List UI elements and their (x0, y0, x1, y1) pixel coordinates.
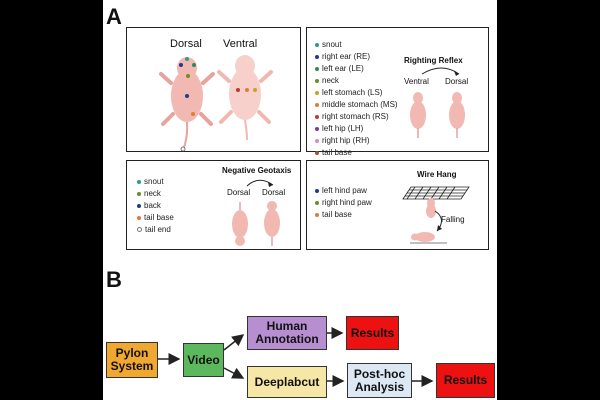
node-video: Video (183, 343, 224, 377)
wire-grid (402, 186, 470, 200)
keypoint-legend-geotaxis: snout neck back tail base tail end (137, 176, 174, 236)
legend-item-snout: snout (315, 39, 398, 51)
righting-reflex-box: snout right ear (RE) left ear (LE) neck … (306, 27, 489, 157)
dorsal-keypoints (179, 57, 196, 152)
upward-pup-image (264, 201, 280, 246)
dorsal-view-label: Dorsal (170, 38, 202, 50)
wire-legend-tail-base: tail base (315, 209, 372, 221)
legend-item-left-ear: left ear (LE) (315, 63, 398, 75)
negative-geotaxis-box: snout neck back tail base tail end Negat… (126, 160, 301, 250)
figure-canvas: A Dorsal Ventral (103, 0, 497, 400)
geo-legend-snout: snout (137, 176, 174, 188)
ventral-view-label: Ventral (223, 38, 258, 50)
ventral-pup-small (410, 92, 426, 138)
legend-item-neck: neck (315, 75, 398, 87)
keypoint-legend-wire: left hind paw right hind paw tail base (315, 185, 372, 221)
negative-geotaxis-title: Negative Geotaxis (222, 166, 292, 175)
keypoint-legend-full: snout right ear (RE) left ear (LE) neck … (315, 39, 398, 159)
righting-reflex-title: Righting Reflex (404, 56, 463, 65)
legend-item-right-ear: right ear (RE) (315, 51, 398, 63)
legend-item-left-hip: left hip (LH) (315, 123, 398, 135)
righting-illustration (410, 67, 465, 138)
node-results-bottom: Results (436, 363, 495, 398)
downward-pup-image (232, 202, 248, 246)
legend-item-middle-stomach: middle stomach (MS) (315, 99, 398, 111)
pup-keypoint-diagram-box: Dorsal Ventral (126, 27, 301, 152)
node-pylon-system: Pylon System (106, 342, 158, 378)
geo-legend-back: back (137, 200, 174, 212)
geo-legend-tail-base: tail base (137, 212, 174, 224)
wire-hang-title: Wire Hang (417, 170, 457, 179)
dorsal-pup-small (449, 92, 465, 138)
node-results-top: Results (346, 316, 399, 350)
node-posthoc-analysis: Post-hoc Analysis (347, 363, 412, 398)
node-deeplabcut: Deeplabcut (247, 366, 327, 398)
hanging-pup-image (426, 198, 436, 218)
geotaxis-to-label: Dorsal (262, 188, 286, 197)
righting-from-label: Ventral (404, 77, 429, 86)
geotaxis-from-label: Dorsal (227, 188, 251, 197)
legend-item-right-hip: right hip (RH) (315, 135, 398, 147)
pup-illustrations (159, 55, 273, 152)
falling-label: Falling (441, 215, 465, 224)
wire-hang-illustration (402, 186, 470, 244)
panel-a-letter: A (106, 4, 122, 29)
wire-hang-box: left hind paw right hind paw tail base W… (306, 160, 489, 250)
righting-to-label: Dorsal (445, 77, 469, 86)
wire-legend-left-hind-paw: left hind paw (315, 185, 372, 197)
ventral-pup-image (217, 55, 273, 141)
fallen-pup-image (410, 232, 447, 244)
legend-item-right-stomach: right stomach (RS) (315, 111, 398, 123)
flowchart-arrows (158, 327, 434, 387)
geo-legend-neck: neck (137, 188, 174, 200)
geo-legend-tail-end: tail end (137, 224, 174, 236)
legend-item-tail-base: tail base (315, 147, 398, 159)
geotaxis-illustration (232, 179, 280, 246)
node-human-annotation: Human Annotation (247, 316, 327, 350)
legend-item-left-stomach: left stomach (LS) (315, 87, 398, 99)
panel-b-letter: B (106, 267, 122, 292)
ventral-keypoints (236, 88, 257, 92)
wire-legend-right-hind-paw: right hind paw (315, 197, 372, 209)
